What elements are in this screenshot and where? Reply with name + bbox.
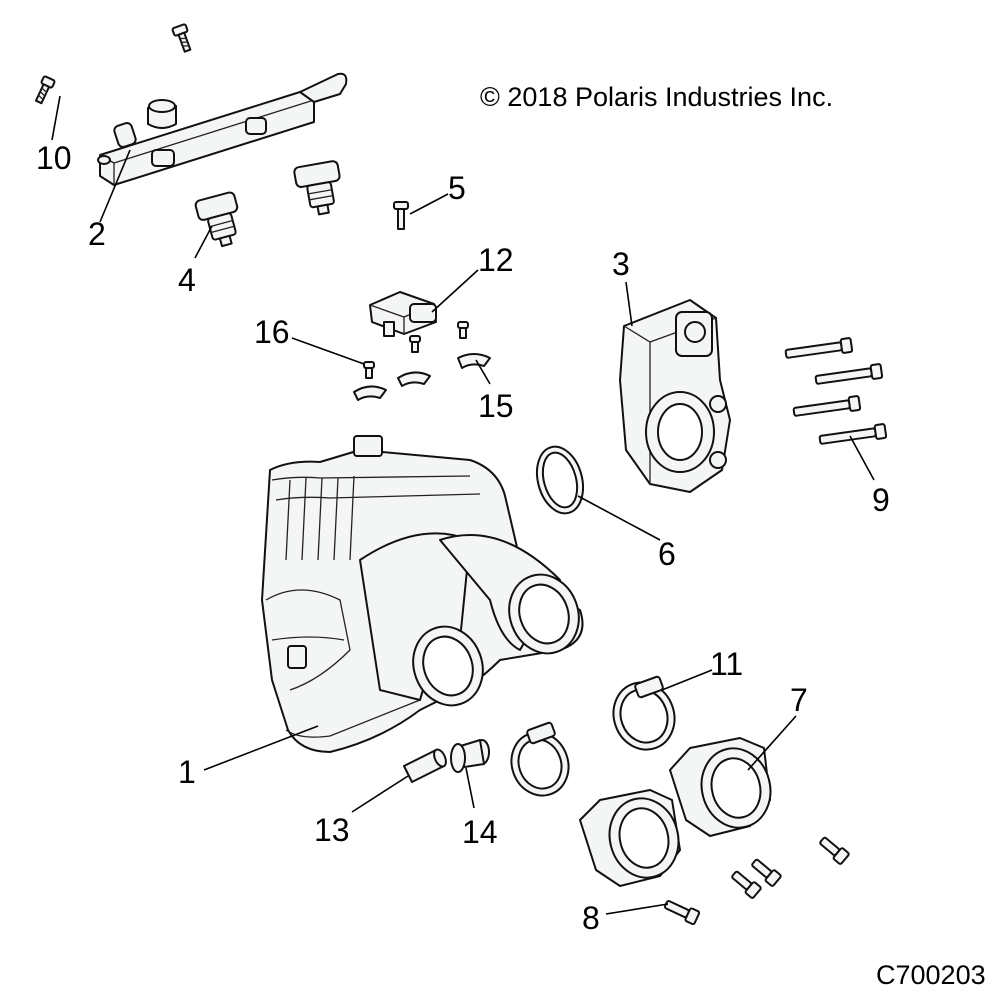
screw-part-16	[363, 321, 469, 379]
intake-plenum-part-1	[261, 435, 584, 753]
grommet-part-14	[450, 739, 490, 773]
clip-part-15	[353, 353, 491, 401]
leader-13	[351, 775, 409, 813]
leader-7	[747, 715, 797, 771]
leader-14	[465, 767, 475, 809]
bolt-part-8	[663, 836, 850, 926]
callout-3: 3	[612, 246, 630, 282]
intake-boot-part-7	[579, 737, 772, 887]
callout-11: 11	[710, 646, 744, 682]
callout-5: 5	[448, 170, 466, 206]
callout-8: 8	[582, 900, 600, 936]
hose-clamp-part-11	[510, 675, 676, 797]
throttle-body-part-3	[619, 299, 731, 493]
gasket-part-6	[535, 445, 585, 515]
leader-4	[194, 225, 213, 259]
callout-16: 16	[254, 314, 290, 350]
callout-6: 6	[658, 536, 676, 572]
callout-7: 7	[790, 682, 808, 718]
leader-6	[577, 495, 661, 541]
sensor-part-12	[369, 291, 437, 337]
leader-3	[625, 281, 633, 327]
callout-15: 15	[478, 388, 514, 424]
callout-10: 10	[36, 140, 72, 176]
leader-5	[409, 193, 449, 215]
leader-8	[605, 903, 669, 915]
callout-9: 9	[872, 482, 890, 518]
callout-2: 2	[88, 216, 106, 252]
leader-1	[203, 725, 319, 771]
leader-11	[661, 669, 713, 691]
sleeve-part-13	[403, 748, 447, 783]
leader-12	[431, 269, 479, 313]
leader-2	[99, 149, 131, 223]
drawing-number: C700203	[876, 960, 986, 990]
screw-part-10	[34, 23, 192, 105]
callout-12: 12	[478, 242, 514, 278]
leader-lines	[51, 95, 875, 915]
leader-10	[51, 95, 61, 141]
callout-14: 14	[462, 814, 498, 850]
leader-15	[475, 359, 491, 385]
bolt-part-9	[784, 337, 888, 445]
fuel-rail-part-2	[97, 72, 348, 186]
callout-1: 1	[178, 754, 196, 790]
leader-9	[849, 435, 875, 481]
fuel-injector-part-4	[194, 160, 341, 248]
screw-part-5	[393, 201, 409, 230]
leader-16	[291, 337, 365, 365]
callout-4: 4	[178, 262, 196, 298]
copyright-notice: © 2018 Polaris Industries Inc.	[480, 82, 834, 112]
callout-13: 13	[314, 812, 350, 848]
